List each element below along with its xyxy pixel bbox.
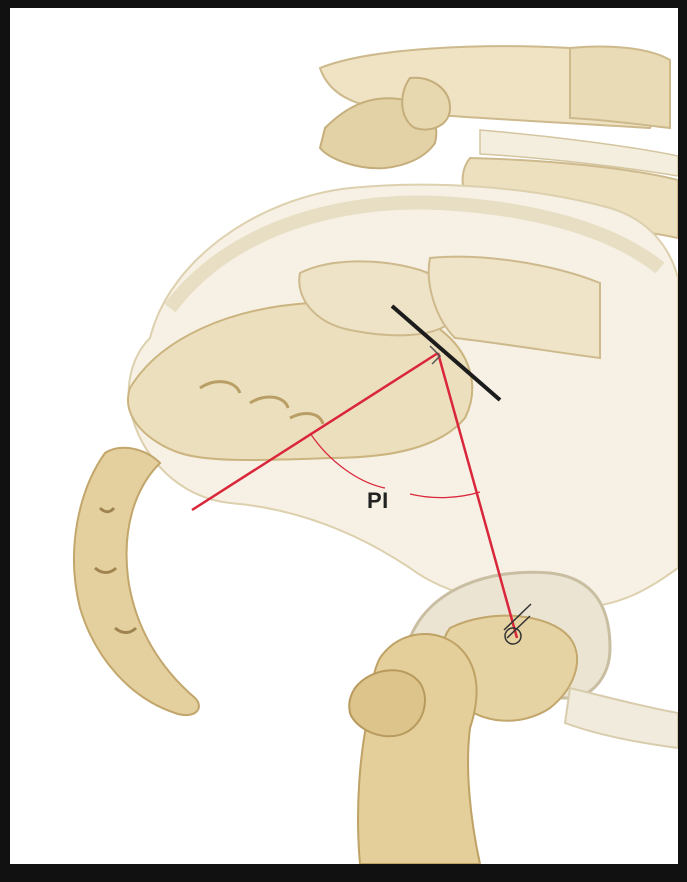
coccyx <box>74 448 199 715</box>
vertebra-l4-body <box>570 47 670 129</box>
femur <box>358 634 480 864</box>
pi-label: PI <box>367 488 389 514</box>
pubic-ramus <box>565 688 678 748</box>
pelvis-svg <box>10 8 678 864</box>
pelvis-illustration: PI <box>10 8 678 864</box>
greater-trochanter <box>349 670 425 736</box>
